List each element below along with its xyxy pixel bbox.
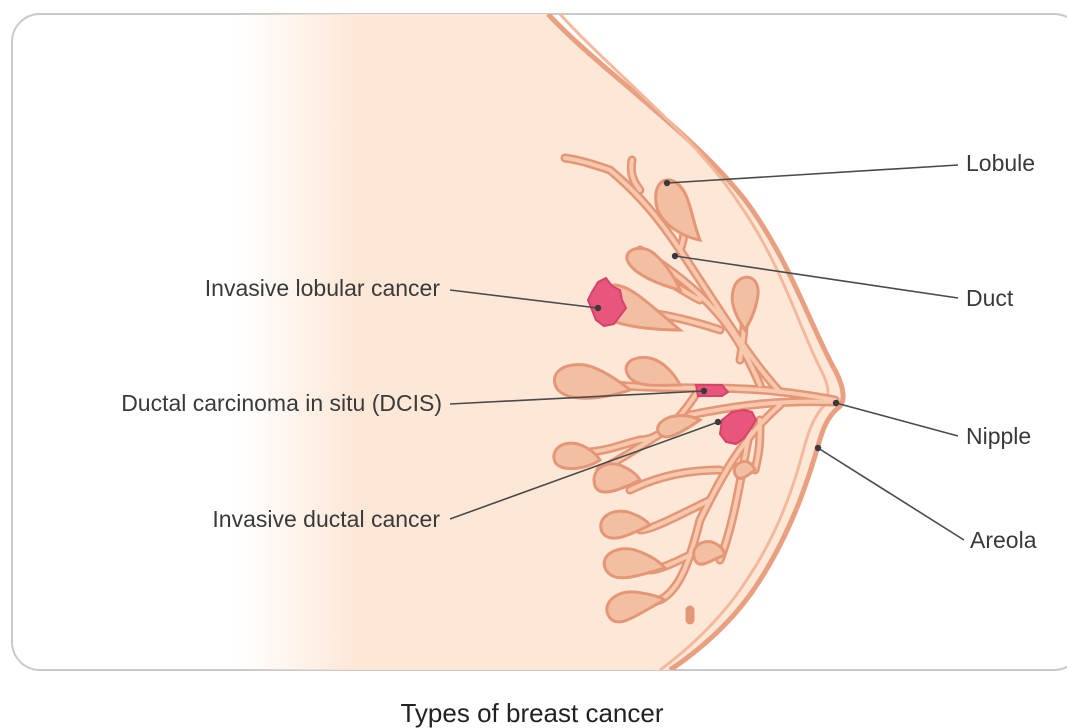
label-dcis: Ductal carcinoma in situ (DCIS): [121, 390, 442, 416]
invasive-ductal-dot: [715, 419, 721, 425]
lobule-dot: [664, 180, 670, 186]
label-areola: Areola: [970, 527, 1037, 553]
label-nipple: Nipple: [966, 423, 1031, 449]
label-lobule: Lobule: [966, 150, 1035, 176]
diagram-caption: Types of breast cancer: [400, 698, 663, 728]
label-invasive-ductal: Invasive ductal cancer: [212, 506, 440, 532]
duct-dot: [672, 253, 678, 259]
nipple-dot: [833, 400, 839, 406]
dcis-dot: [701, 388, 707, 394]
areola-dot: [815, 445, 821, 451]
label-invasive-lobular: Invasive lobular cancer: [205, 275, 441, 301]
label-duct: Duct: [966, 285, 1014, 311]
invasive-lobular-dot: [595, 305, 601, 311]
